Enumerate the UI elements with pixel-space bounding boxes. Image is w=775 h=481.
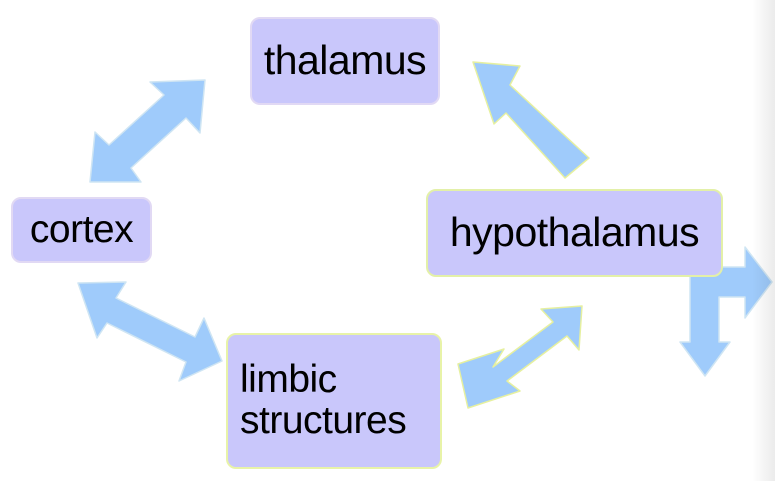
arrow-limbic-hypothalamus — [457, 305, 583, 409]
node-cortex: cortex — [11, 197, 152, 263]
node-hypothalamus: hypothalamus — [426, 189, 723, 277]
node-thalamus: thalamus — [250, 17, 440, 105]
node-thalamus-label: thalamus — [263, 37, 427, 84]
node-cortex-label: cortex — [29, 207, 134, 251]
arrow-hypothalamus-branch — [679, 246, 773, 377]
arrow-cortex-limbic — [77, 281, 223, 382]
arrow-cortex-thalamus — [89, 79, 206, 183]
node-limbic-structures-text: limbic structures — [240, 358, 407, 442]
arrow-hypothalamus-thalamus — [472, 61, 590, 179]
node-limbic-structures-line2: structures — [240, 399, 407, 442]
node-limbic-structures-line1: limbic — [240, 358, 337, 402]
node-hypothalamus-label: hypothalamus — [449, 209, 700, 256]
node-limbic-structures: limbic structures — [226, 333, 442, 469]
